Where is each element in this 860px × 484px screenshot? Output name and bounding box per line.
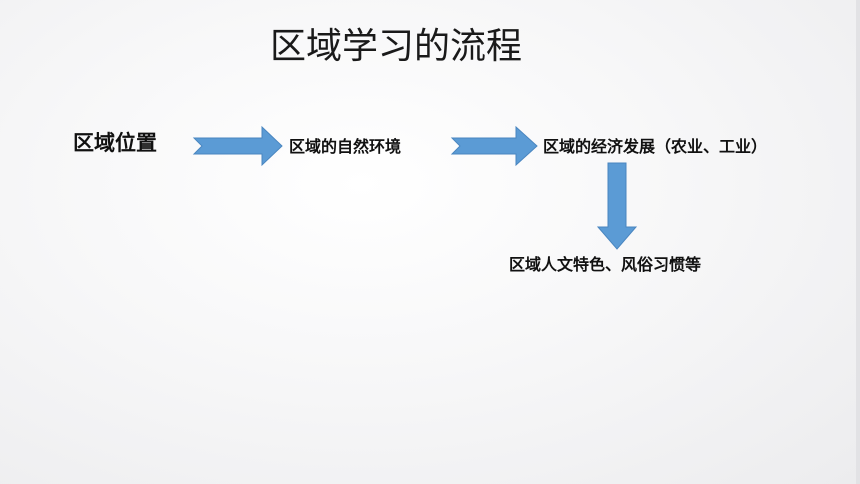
slide-edge [856,0,860,484]
node-location: 区域位置 [73,131,157,155]
node-economic-development: 区域的经济发展（农业、工业） [543,137,768,156]
node-culture: 区域人文特色、风俗习惯等 [509,255,702,274]
arrow-environment-to-economy [450,125,538,167]
arrow-location-to-environment [192,125,283,167]
arrow-economy-to-culture [596,162,638,250]
node-natural-environment: 区域的自然环境 [289,137,402,156]
slide-title: 区域学习的流程 [270,26,523,67]
